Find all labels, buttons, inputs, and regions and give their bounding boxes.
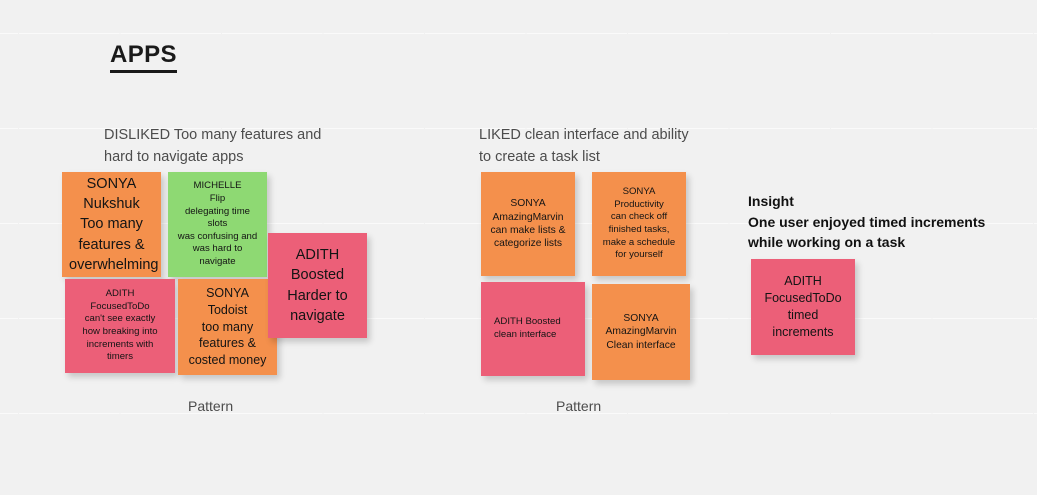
sticky-note-text: ADITH Boosted Harder to navigate bbox=[287, 246, 348, 324]
page-title: APPS bbox=[110, 41, 177, 73]
sticky-note-sonya-amazingmarvin-lists[interactable]: SONYA AmazingMarvin can make lists & cat… bbox=[481, 172, 575, 276]
sticky-note-text: SONYA AmazingMarvin can make lists & cat… bbox=[490, 198, 566, 250]
sticky-note-adith-focusedtodo-dislike[interactable]: ADITH FocusedToDo can't see exactly how … bbox=[65, 279, 175, 373]
sticky-note-text: ADITH Boosted clean interface bbox=[494, 316, 561, 340]
sticky-note-text: SONYA AmazingMarvin Clean interface bbox=[605, 312, 677, 351]
sticky-note-text: ADITH FocusedToDo timed increments bbox=[764, 274, 842, 339]
sticky-note-text: SONYA Nukshuk Too many features & overwh… bbox=[69, 175, 159, 273]
section-heading-insight: Insight One user enjoyed timed increment… bbox=[748, 193, 986, 251]
section-heading-liked: LIKED clean interface and ability to cre… bbox=[479, 127, 689, 166]
sticky-note-sonya-productivity[interactable]: SONYA Productivity can check off finishe… bbox=[592, 172, 686, 276]
sticky-note-text: ADITH FocusedToDo can't see exactly how … bbox=[82, 288, 158, 363]
sticky-note-michelle-flip[interactable]: MICHELLE Flip delegating time slots was … bbox=[168, 172, 267, 277]
sticky-note-sonya-nukshuk[interactable]: SONYA Nukshuk Too many features & overwh… bbox=[62, 172, 161, 277]
sticky-note-adith-focusedtodo-timed[interactable]: ADITH FocusedToDo timed increments bbox=[751, 259, 855, 355]
sticky-note-sonya-todoist[interactable]: SONYA Todoist too many features & costed… bbox=[178, 279, 277, 375]
section-heading-disliked: DISLIKED Too many features and hard to n… bbox=[104, 127, 322, 166]
sticky-note-text: MICHELLE Flip delegating time slots was … bbox=[177, 180, 258, 268]
sticky-note-sonya-amazingmarvin-clean[interactable]: SONYA AmazingMarvin Clean interface bbox=[592, 284, 690, 380]
sticky-note-text: SONYA Productivity can check off finishe… bbox=[602, 186, 676, 261]
sticky-note-text: SONYA Todoist too many features & costed… bbox=[188, 285, 267, 368]
pattern-label-disliked: Pattern bbox=[188, 398, 234, 414]
pattern-label-liked: Pattern bbox=[556, 398, 602, 414]
sticky-note-adith-boosted-navigate[interactable]: ADITH Boosted Harder to navigate bbox=[268, 233, 367, 338]
sticky-note-adith-boosted-clean[interactable]: ADITH Boosted clean interface bbox=[481, 282, 585, 376]
